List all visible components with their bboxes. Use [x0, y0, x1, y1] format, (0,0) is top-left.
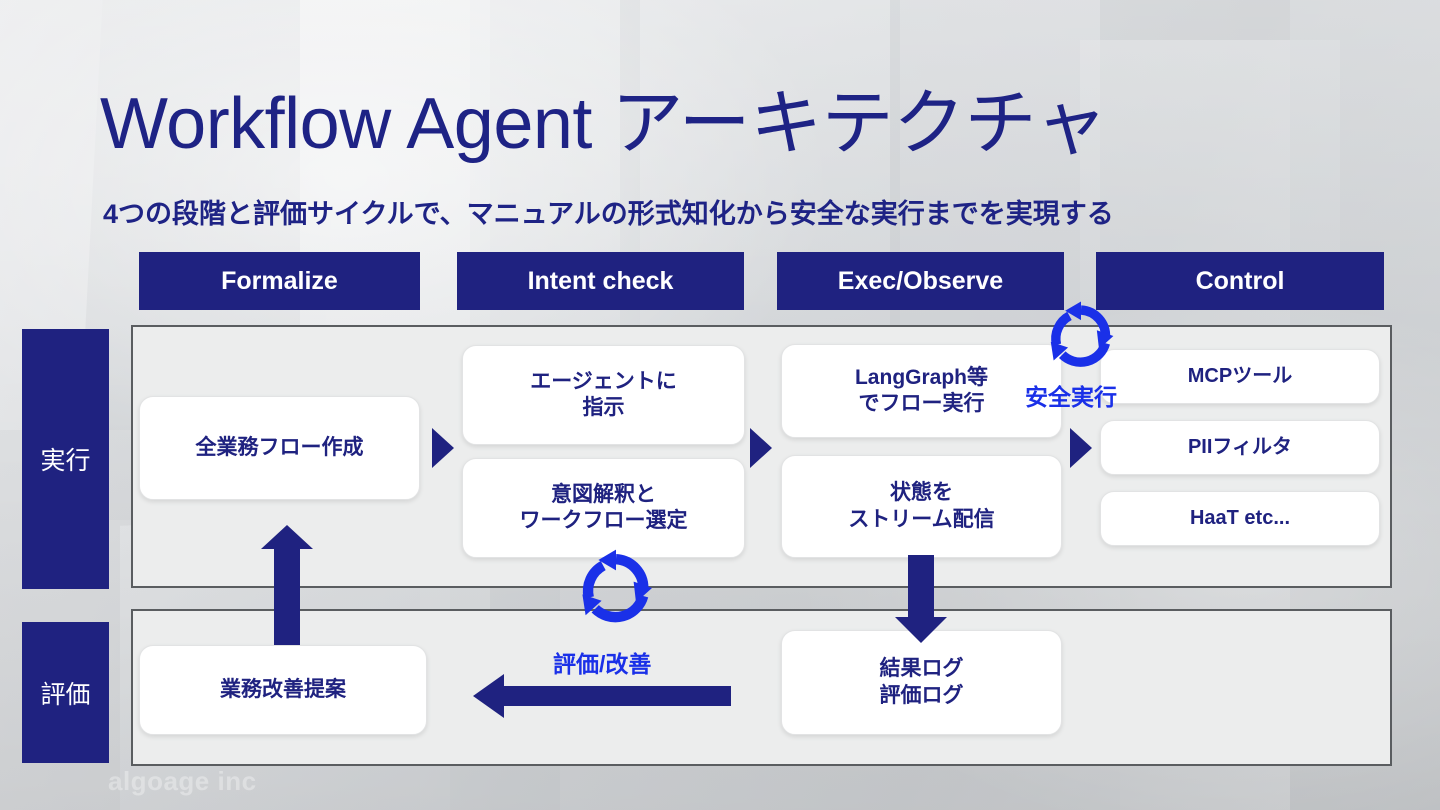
row-label-evaluation: 評価 [22, 622, 109, 763]
refresh-cycle-icon [1040, 300, 1122, 372]
arrow-left-icon [473, 674, 731, 718]
card-label: 結果ログ 評価ログ [879, 657, 964, 707]
chevron-right-icon [432, 428, 454, 468]
card-haat-etc[interactable]: HaaT etc... [1100, 491, 1380, 546]
watermark: algoage inc [108, 766, 257, 796]
page-title: Workflow Agent アーキテクチャ [100, 84, 1107, 164]
page-subtitle: 4つの段階と評価サイクルで、マニュアルの形式知化から安全な実行までを実現する [103, 199, 1114, 229]
column-header-control: Control [1096, 252, 1384, 310]
arrow-up-icon [261, 525, 313, 645]
card-label: 意図解釈と ワークフロー選定 [519, 482, 688, 532]
card-pii-filter[interactable]: PIIフィルタ [1100, 420, 1380, 475]
cycle-label-eval-improve: 評価/改善 [553, 651, 652, 677]
card-label: LangGraph等 でフロー実行 [854, 365, 988, 415]
card-label: PIIフィルタ [1187, 436, 1293, 458]
card-langgraph-exec[interactable]: LangGraph等 でフロー実行 [781, 344, 1062, 438]
refresh-cycle-icon [570, 548, 662, 628]
chevron-right-icon [750, 428, 772, 468]
cycle-label-safe-exec: 安全実行 [1025, 384, 1117, 410]
column-header-exec-observe: Exec/Observe [777, 252, 1064, 310]
card-flow-creation[interactable]: 全業務フロー作成 [139, 396, 420, 500]
card-label: 状態を ストリーム配信 [848, 481, 995, 531]
card-intent-workflow[interactable]: 意図解釈と ワークフロー選定 [462, 458, 745, 558]
card-label: 全業務フロー作成 [195, 435, 364, 459]
column-header-formalize: Formalize [139, 252, 420, 310]
arrow-down-icon [895, 555, 947, 643]
card-result-eval-logs[interactable]: 結果ログ 評価ログ [781, 630, 1062, 735]
card-agent-instruction[interactable]: エージェントに 指示 [462, 345, 745, 445]
card-improvement-proposal[interactable]: 業務改善提案 [139, 645, 427, 735]
card-label: HaaT etc... [1189, 507, 1291, 529]
column-header-intent-check: Intent check [457, 252, 744, 310]
card-mcp-tool[interactable]: MCPツール [1100, 349, 1380, 404]
card-label: 業務改善提案 [220, 677, 346, 701]
card-label: MCPツール [1187, 365, 1293, 387]
chevron-right-icon [1070, 428, 1092, 468]
card-state-stream[interactable]: 状態を ストリーム配信 [781, 455, 1062, 558]
row-label-execution: 実行 [22, 329, 109, 589]
card-label: エージェントに 指示 [530, 369, 677, 419]
